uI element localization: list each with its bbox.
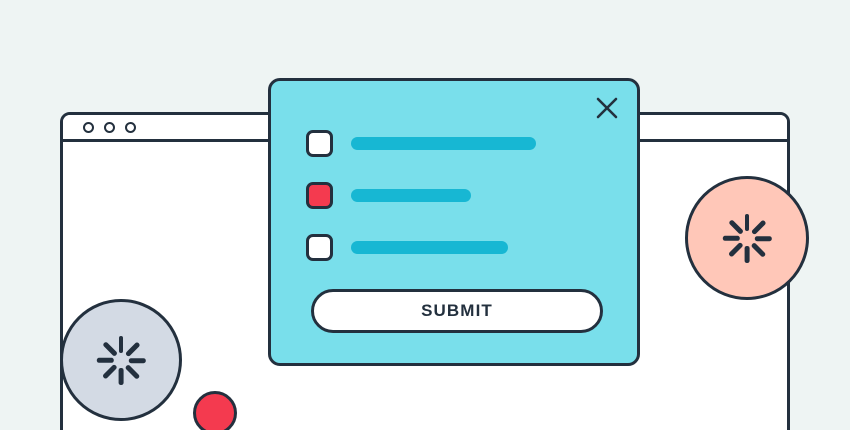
checkbox-checked-icon[interactable] xyxy=(306,181,333,209)
window-dot-minimize-icon[interactable] xyxy=(104,122,115,133)
checkbox-unchecked-icon[interactable] xyxy=(306,233,333,261)
placeholder-text-bar xyxy=(351,240,508,254)
decorative-circle-gray xyxy=(60,299,182,421)
close-x-icon[interactable] xyxy=(591,92,623,124)
window-dot-maximize-icon[interactable] xyxy=(125,122,136,133)
burst-icon xyxy=(714,205,780,271)
checkbox-unchecked-icon[interactable] xyxy=(306,129,333,157)
placeholder-text-bar xyxy=(351,136,536,150)
modal-dialog: SUBMIT xyxy=(268,78,640,366)
burst-icon xyxy=(88,327,154,393)
list-item[interactable] xyxy=(306,128,612,158)
list-item[interactable] xyxy=(306,180,612,210)
decorative-dot-red xyxy=(193,391,237,430)
checkbox-list xyxy=(306,128,612,284)
placeholder-text-bar xyxy=(351,188,471,202)
list-item[interactable] xyxy=(306,232,612,262)
submit-button[interactable]: SUBMIT xyxy=(311,289,603,333)
submit-button-label: SUBMIT xyxy=(421,301,493,320)
decorative-circle-pink xyxy=(685,176,809,300)
window-dot-close-icon[interactable] xyxy=(83,122,94,133)
